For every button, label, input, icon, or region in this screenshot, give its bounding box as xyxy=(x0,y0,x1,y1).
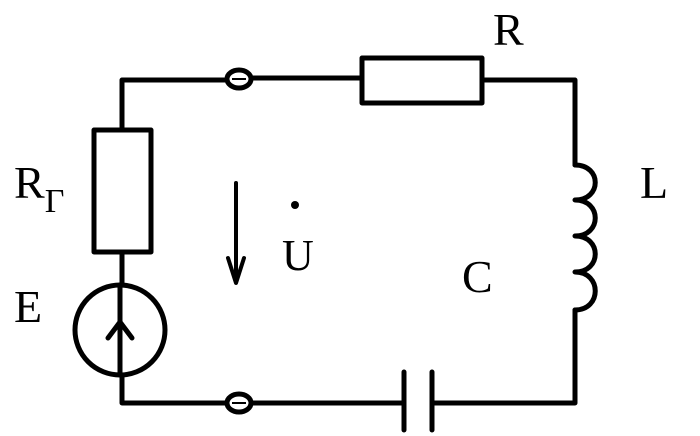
wire-r-to-inductor xyxy=(479,77,578,168)
resistor-r xyxy=(359,55,485,106)
wire-inductor-to-bottom xyxy=(429,307,578,406)
label-inductor: L xyxy=(640,157,668,208)
wire-left-top xyxy=(119,77,229,133)
label-resistor-r: R xyxy=(493,4,524,55)
capacitor-c xyxy=(401,369,435,433)
emf-source xyxy=(72,282,168,378)
inductor-l xyxy=(572,162,598,313)
label-capacitor: C xyxy=(462,251,493,302)
terminal-bottom xyxy=(224,391,254,415)
voltage-arrow xyxy=(226,181,246,285)
voltage-phasor-dot xyxy=(291,201,299,209)
wires xyxy=(119,75,578,406)
terminal-top xyxy=(224,67,254,91)
resistor-internal xyxy=(91,127,154,255)
label-emf-source: E xyxy=(14,281,42,332)
label-voltage: U xyxy=(282,231,314,280)
wire-bottom-left xyxy=(119,372,229,406)
label-internal-resistor: RГ xyxy=(14,157,64,220)
